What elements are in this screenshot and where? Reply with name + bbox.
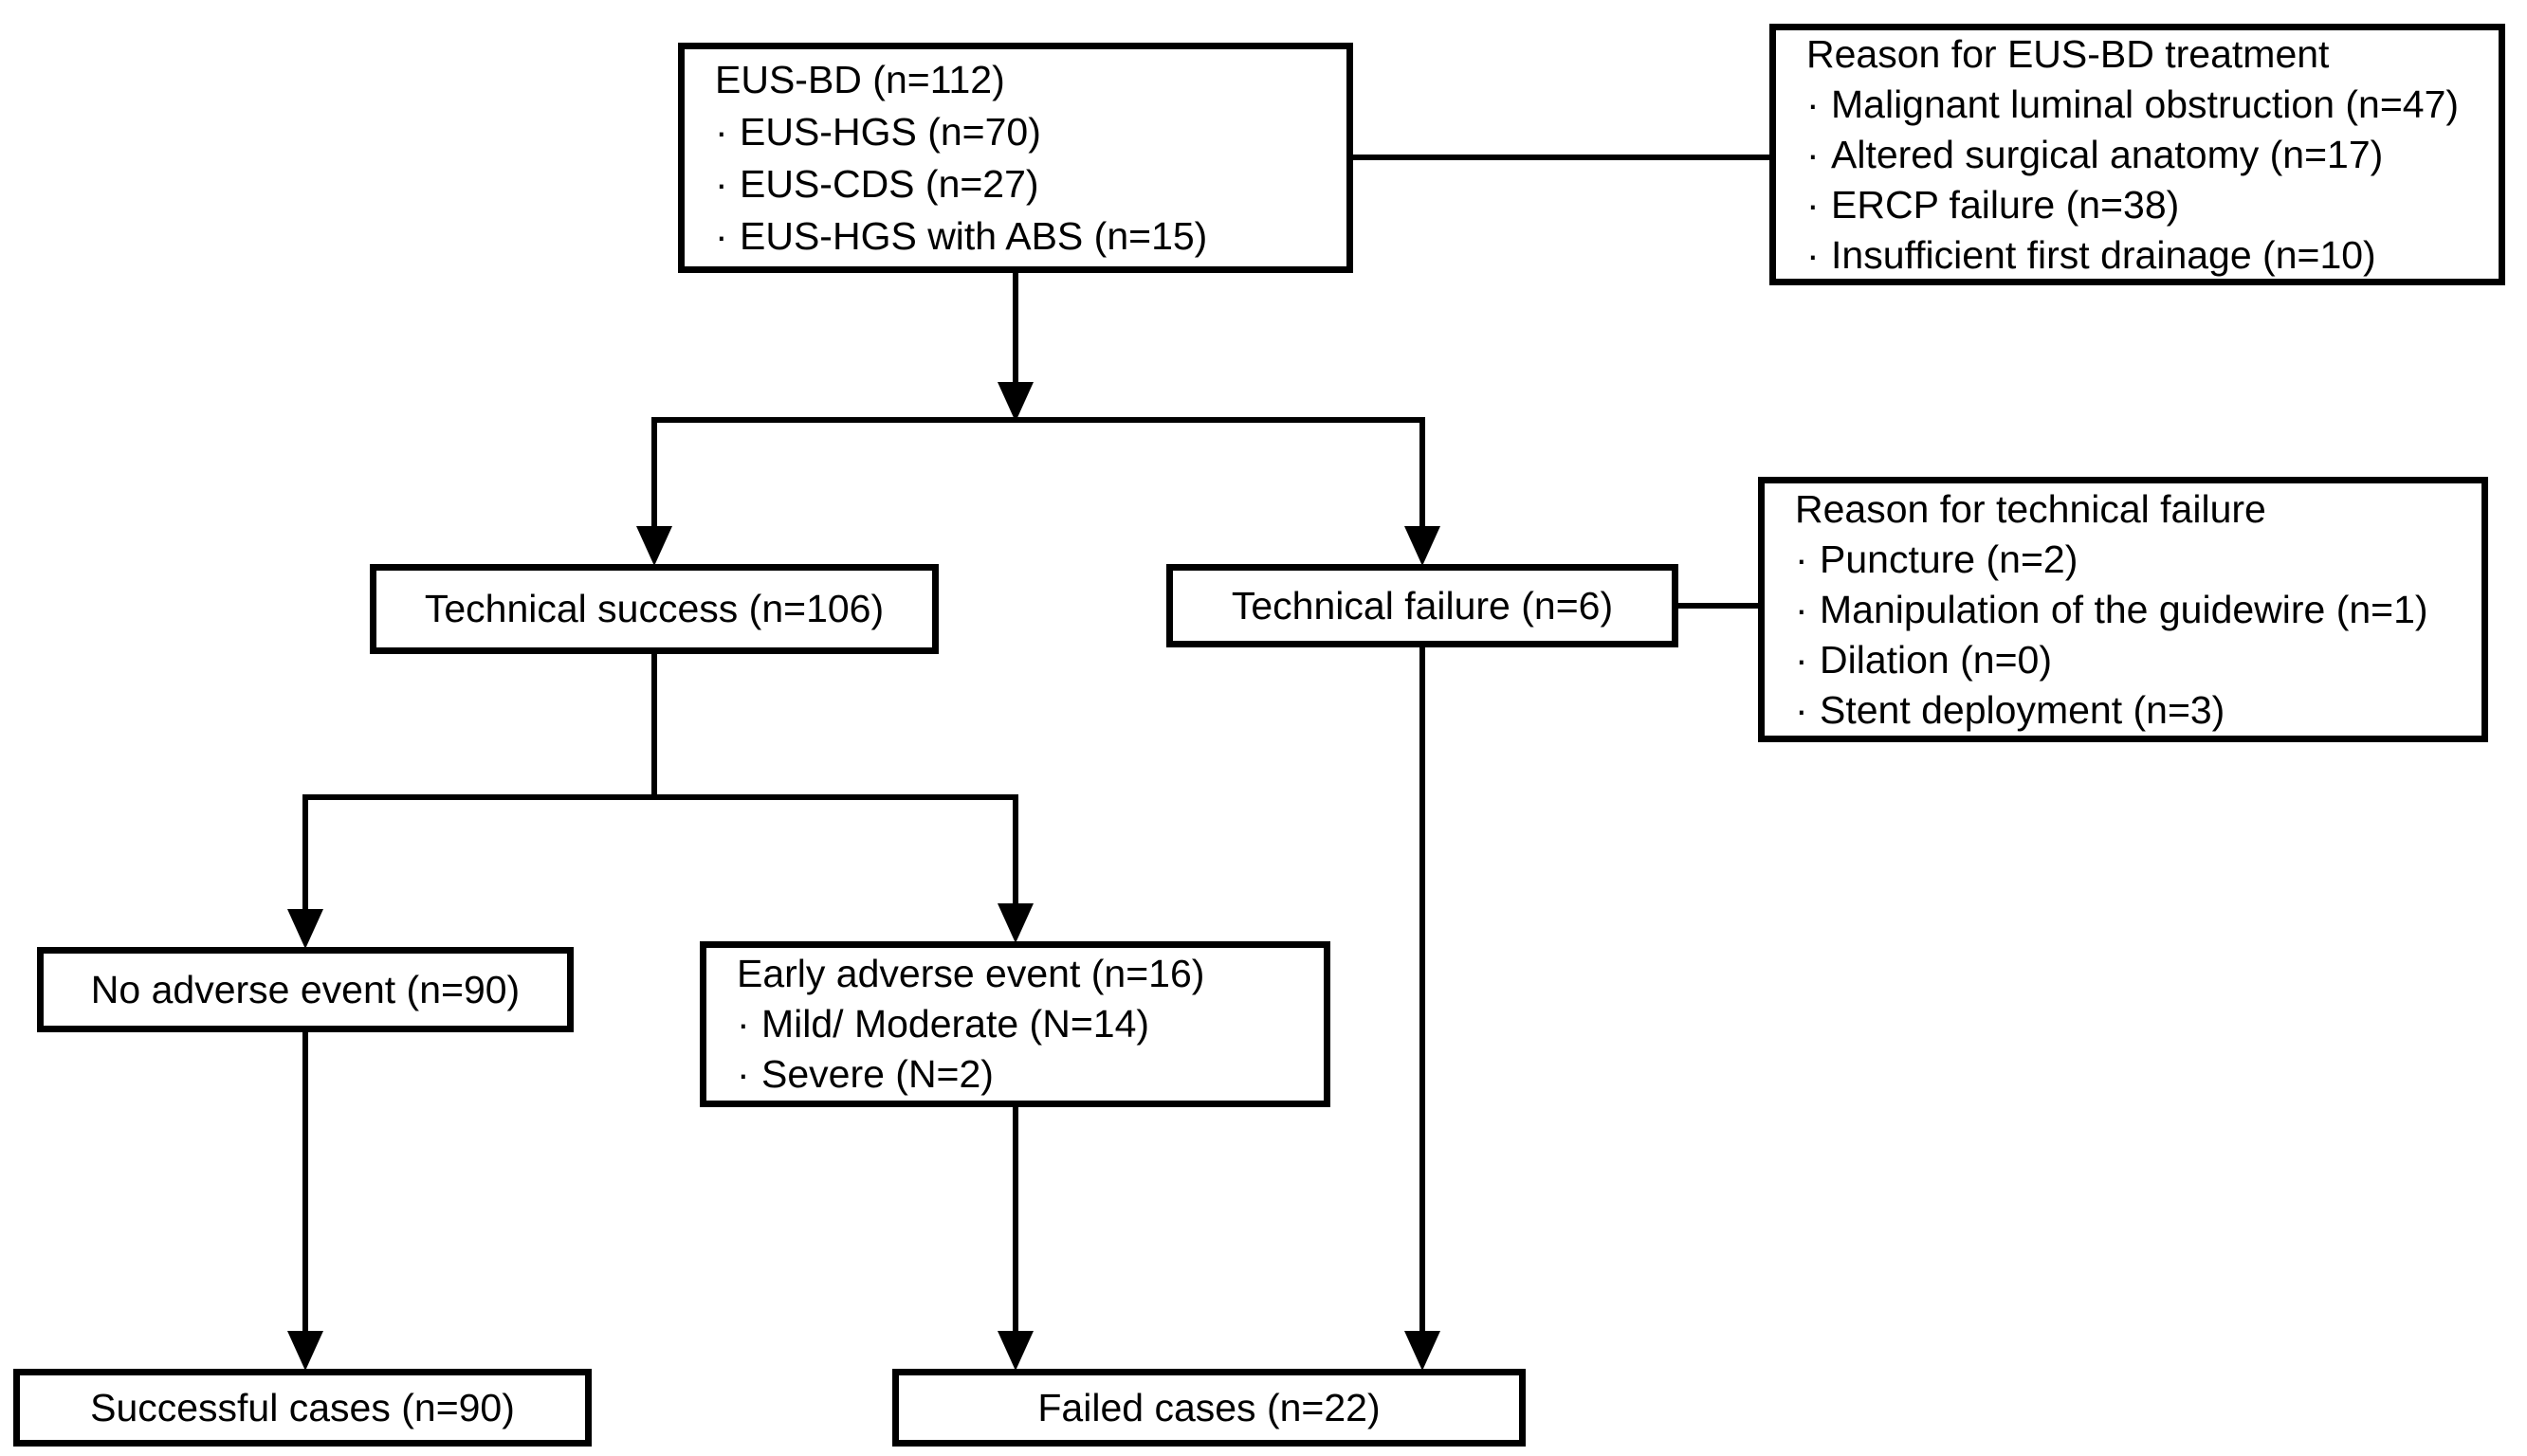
early-adverse-event-item-label: Mild/ Moderate (N=14) [761,1002,1150,1046]
eus-bd-item: · EUS-HGS (n=70) [715,106,1333,158]
connector-down-to-technical-failure [1419,417,1425,531]
reason-treatment-item-label: ERCP failure (n=38) [1831,182,2180,227]
bullet-icon: · [1806,82,1820,126]
arrowhead-into-early-adverse-icon [998,903,1034,943]
split-line-adverse-events [302,794,1018,800]
eus-bd-item-label: EUS-HGS (n=70) [740,109,1041,154]
bullet-icon: · [1806,132,1820,176]
reason-treatment-item-label: Insufficient first drainage (n=10) [1831,232,2376,277]
failed-cases-label: Failed cases (n=22) [1037,1385,1381,1429]
bullet-icon: · [715,109,728,154]
reason-treatment-title: Reason for EUS-BD treatment [1806,31,2330,76]
bullet-icon: · [1806,232,1820,277]
reason-treatment-item: · ERCP failure (n=38) [1806,180,2485,230]
connector-early-adverse-to-failed [1013,1105,1018,1334]
reason-treatment-item-label: Altered surgical anatomy (n=17) [1831,132,2384,176]
reason-failure-box: Reason for technical failure · Puncture … [1758,477,2488,742]
successful-cases-box: Successful cases (n=90) [13,1369,592,1447]
connector-down-to-technical-success [651,417,657,531]
early-adverse-event-box: Early adverse event (n=16) · Mild/ Moder… [700,941,1330,1107]
split-line-success-failure [651,417,1425,423]
bullet-icon: · [1806,182,1820,227]
reason-treatment-item-label: Malignant luminal obstruction (n=47) [1831,82,2460,126]
eus-bd-item-label: EUS-HGS with ABS (n=15) [740,213,1208,258]
technical-success-label: Technical success (n=106) [424,587,885,630]
connector-failure-to-reason-failure [1678,603,1760,609]
early-adverse-event-item: · Severe (N=2) [737,1049,1310,1100]
connector-technical-failure-to-failed [1419,646,1425,1334]
connector-eusbd-to-reason-treatment [1353,155,1769,160]
early-adverse-event-title: Early adverse event (n=16) [737,952,1205,995]
reason-treatment-item: · Malignant luminal obstruction (n=47) [1806,80,2485,130]
arrowhead-into-technical-failure-icon [1404,526,1440,566]
bullet-icon: · [1795,687,1808,732]
reason-failure-item-label: Stent deployment (n=3) [1820,687,2225,732]
early-adverse-event-item-label: Severe (N=2) [761,1052,994,1096]
reason-failure-title: Reason for technical failure [1795,486,2266,531]
successful-cases-label: Successful cases (n=90) [90,1385,515,1429]
eus-bd-box: EUS-BD (n=112) · EUS-HGS (n=70) · EUS-CD… [678,43,1353,273]
arrowhead-into-failed-cases-left-icon [998,1331,1034,1371]
no-adverse-event-box: No adverse event (n=90) [37,947,574,1032]
eus-bd-item: · EUS-HGS with ABS (n=15) [715,210,1333,263]
early-adverse-event-item: · Mild/ Moderate (N=14) [737,999,1310,1049]
eus-bd-item: · EUS-CDS (n=27) [715,158,1333,210]
arrowhead-into-successful-cases-icon [287,1331,323,1371]
connector-eusbd-down [1013,273,1018,385]
reason-treatment-item: · Insufficient first drainage (n=10) [1806,230,2485,281]
failed-cases-box: Failed cases (n=22) [892,1369,1526,1447]
arrowhead-into-failed-cases-right-icon [1404,1331,1440,1371]
reason-treatment-item: · Altered surgical anatomy (n=17) [1806,130,2485,180]
connector-down-to-no-adverse [302,794,308,913]
arrowhead-into-technical-success-icon [636,526,672,566]
technical-success-box: Technical success (n=106) [370,564,939,654]
eus-bd-item-label: EUS-CDS (n=27) [740,161,1039,206]
reason-failure-item: · Stent deployment (n=3) [1795,685,2468,736]
connector-success-down [651,652,657,797]
eus-bd-title: EUS-BD (n=112) [715,57,1005,101]
reason-failure-item-label: Puncture (n=2) [1820,537,2078,581]
connector-down-to-early-adverse [1013,794,1018,907]
no-adverse-event-label: No adverse event (n=90) [90,967,521,1011]
reason-failure-item-label: Manipulation of the guidewire (n=1) [1820,587,2428,631]
bullet-icon: · [1795,637,1808,682]
connector-no-adverse-to-successful [302,1030,308,1334]
reason-treatment-box: Reason for EUS-BD treatment · Malignant … [1769,24,2505,285]
arrowhead-into-split-icon [998,382,1034,422]
reason-failure-item: · Manipulation of the guidewire (n=1) [1795,585,2468,635]
bullet-icon: · [715,161,728,206]
bullet-icon: · [737,1052,750,1096]
bullet-icon: · [1795,537,1808,581]
technical-failure-label: Technical failure (n=6) [1231,583,1614,628]
arrowhead-into-no-adverse-icon [287,909,323,949]
technical-failure-box: Technical failure (n=6) [1166,564,1678,647]
reason-failure-item: · Dilation (n=0) [1795,635,2468,685]
bullet-icon: · [1795,587,1808,631]
reason-failure-item-label: Dilation (n=0) [1820,637,2052,682]
reason-failure-item: · Puncture (n=2) [1795,535,2468,585]
bullet-icon: · [715,213,728,258]
bullet-icon: · [737,1002,750,1046]
